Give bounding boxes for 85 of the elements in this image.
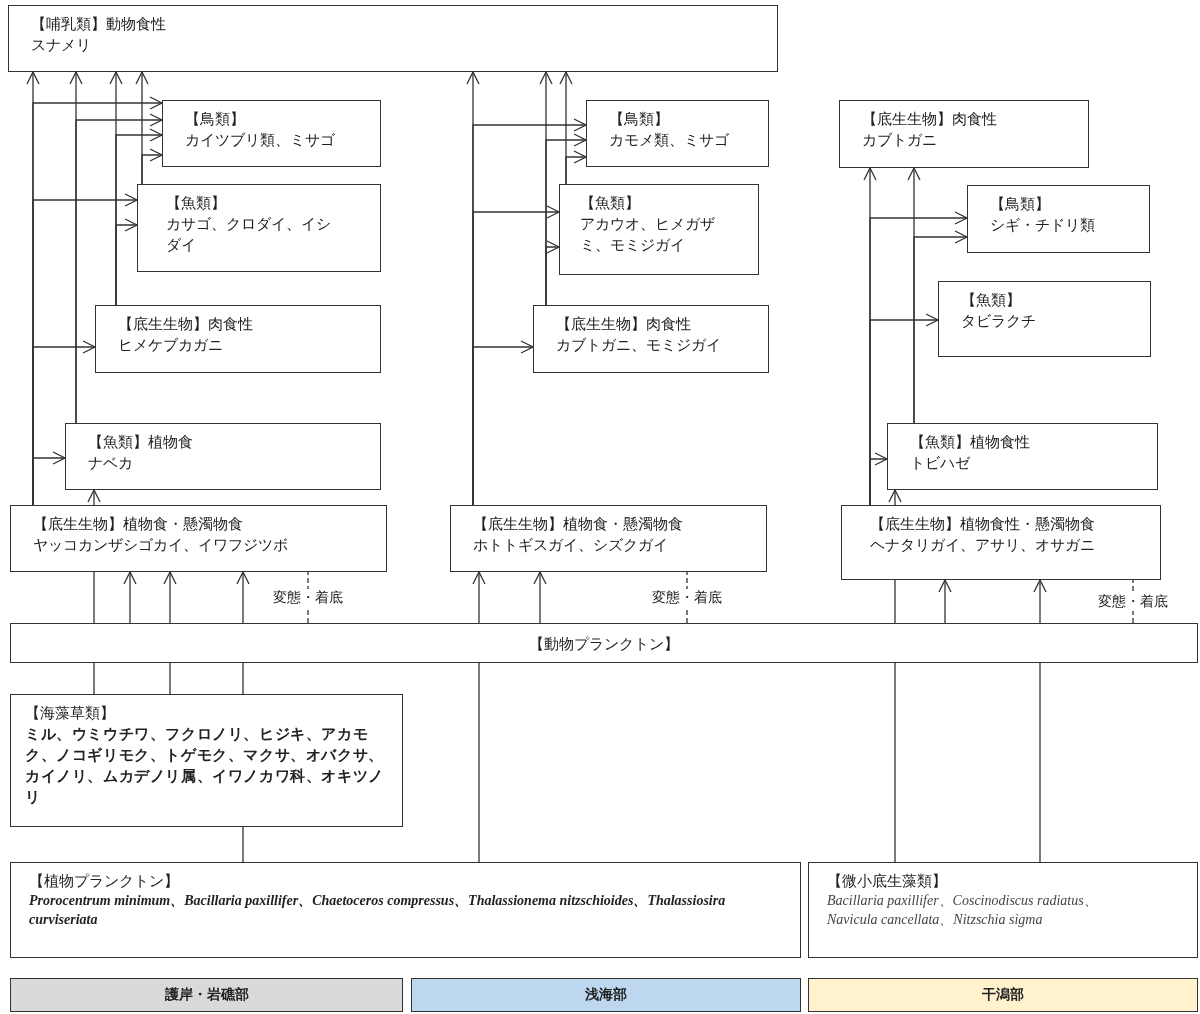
species-list: カブトガニ (862, 129, 1074, 150)
group-heading: 【魚類】 (961, 290, 1022, 310)
species-list: タビラクチ (961, 310, 1136, 331)
organism-box (559, 184, 759, 275)
organism-box (808, 862, 1198, 958)
species-list: カブトガニ、モミジガイ (556, 334, 754, 355)
organism-box (137, 184, 381, 272)
arrow (888, 489, 902, 506)
organism-box (586, 100, 769, 167)
arrow (913, 230, 968, 424)
group-heading: 【動物プランクトン】 (529, 633, 679, 654)
species-list: ナベカ (88, 452, 366, 473)
species-list: ヤッコカンザシゴカイ、イワフジツボ (33, 534, 372, 555)
group-heading: 【底生生物】肉食性 (862, 109, 998, 129)
arrow (869, 452, 888, 506)
organism-box (533, 305, 769, 373)
organism-box (938, 281, 1151, 357)
group-heading: 【魚類】植物食 (88, 432, 194, 452)
organism-box (10, 694, 403, 827)
arrow (115, 218, 138, 306)
arrow (163, 571, 177, 624)
organism-box (841, 505, 1161, 580)
zone-band (411, 978, 801, 1012)
species-list: スナメリ (31, 34, 763, 55)
group-heading: 【魚類】 (580, 193, 641, 213)
group-heading: 【底生生物】植物食・懸濁物食 (33, 514, 244, 534)
species-list: ヘナタリガイ、アサリ、オサガニ (870, 534, 1146, 555)
edge-label: 変態・着底 (271, 588, 345, 607)
zone-label: 干潟部 (982, 986, 1024, 1004)
organism-box (8, 5, 778, 72)
dashed-line (686, 571, 688, 624)
edge-label: 変態・着底 (1096, 592, 1170, 611)
group-heading: 【魚類】植物食性 (910, 432, 1031, 452)
species-list: カイツブリ類、ミサゴ (185, 129, 366, 150)
organism-box (967, 185, 1150, 253)
species-list: カモメ類、ミサゴ (609, 129, 754, 150)
organism-box (887, 423, 1158, 490)
arrow (1033, 579, 1047, 624)
group-heading: 【底生生物】肉食性 (118, 314, 254, 334)
edge-label: 変態・着底 (650, 588, 724, 607)
group-heading: 【鳥類】 (185, 109, 246, 129)
arrow (938, 579, 952, 624)
zone-band (808, 978, 1198, 1012)
arrow (472, 340, 534, 506)
arrow (472, 571, 486, 624)
arrow (545, 240, 560, 306)
arrow (87, 489, 101, 506)
arrow (533, 571, 547, 624)
organism-box (95, 305, 381, 373)
group-heading: 【植物プランクトン】 (29, 871, 180, 891)
species-list: シギ・チドリ類 (990, 214, 1135, 235)
group-heading: 【鳥類】 (990, 194, 1051, 214)
species-list: ミル、ウミウチワ、フクロノリ、ヒジキ、アカモク、ノコギリモク、トゲモク、マクサ、オバクサ、カイノリ、ムカデノリ属、イワノカワ科、オキツノリ (25, 723, 388, 807)
organism-box (65, 423, 381, 490)
group-heading: 【底生生物】植物食・懸濁物食 (473, 514, 684, 534)
zone-band (10, 978, 403, 1012)
species-list: ホトトギスガイ、シズクガイ (473, 534, 752, 555)
species-list: ヒメケブカガニ (118, 334, 366, 355)
organism-box (839, 100, 1089, 168)
group-heading: 【魚類】 (166, 193, 227, 213)
organism-box (10, 505, 387, 572)
arrow (32, 451, 66, 506)
arrow (123, 571, 137, 624)
zone-label: 護岸・岩礁部 (164, 986, 249, 1004)
species-list: カサゴ、クロダイ、イシダイ (166, 213, 340, 255)
species-list: Prorocentrum minimum、Bacillaria paxillifer、Chaetoceros compressus、Thalassionema nitzschioides、Thalassiosira curviseriata (29, 891, 750, 929)
group-heading: 【底生生物】植物食性・懸濁物食 (870, 514, 1096, 534)
group-heading: 【海藻草類】 (25, 703, 116, 723)
group-heading: 【底生生物】肉食性 (556, 314, 692, 334)
zone-label: 浅海部 (585, 986, 627, 1004)
group-heading: 【鳥類】 (609, 109, 670, 129)
species-list: Bacillaria paxillifer、Coscinodiscus radiatus、Navicula cancellata、Nitzschia sigma (827, 891, 1137, 929)
dashed-line (307, 571, 309, 624)
group-heading: 【微小底生藻類】 (827, 871, 948, 891)
organism-box (10, 862, 801, 958)
plankton-band (10, 623, 1198, 663)
organism-box (450, 505, 767, 572)
arrow (141, 148, 163, 185)
species-list: アカウオ、ヒメガザミ、モミジガイ (580, 213, 728, 255)
arrow (75, 113, 163, 424)
arrow (236, 571, 250, 624)
arrow (565, 150, 587, 185)
organism-box (162, 100, 381, 167)
group-heading: 【哺乳類】動物食性 (31, 14, 167, 34)
species-list: トビハゼ (910, 452, 1143, 473)
